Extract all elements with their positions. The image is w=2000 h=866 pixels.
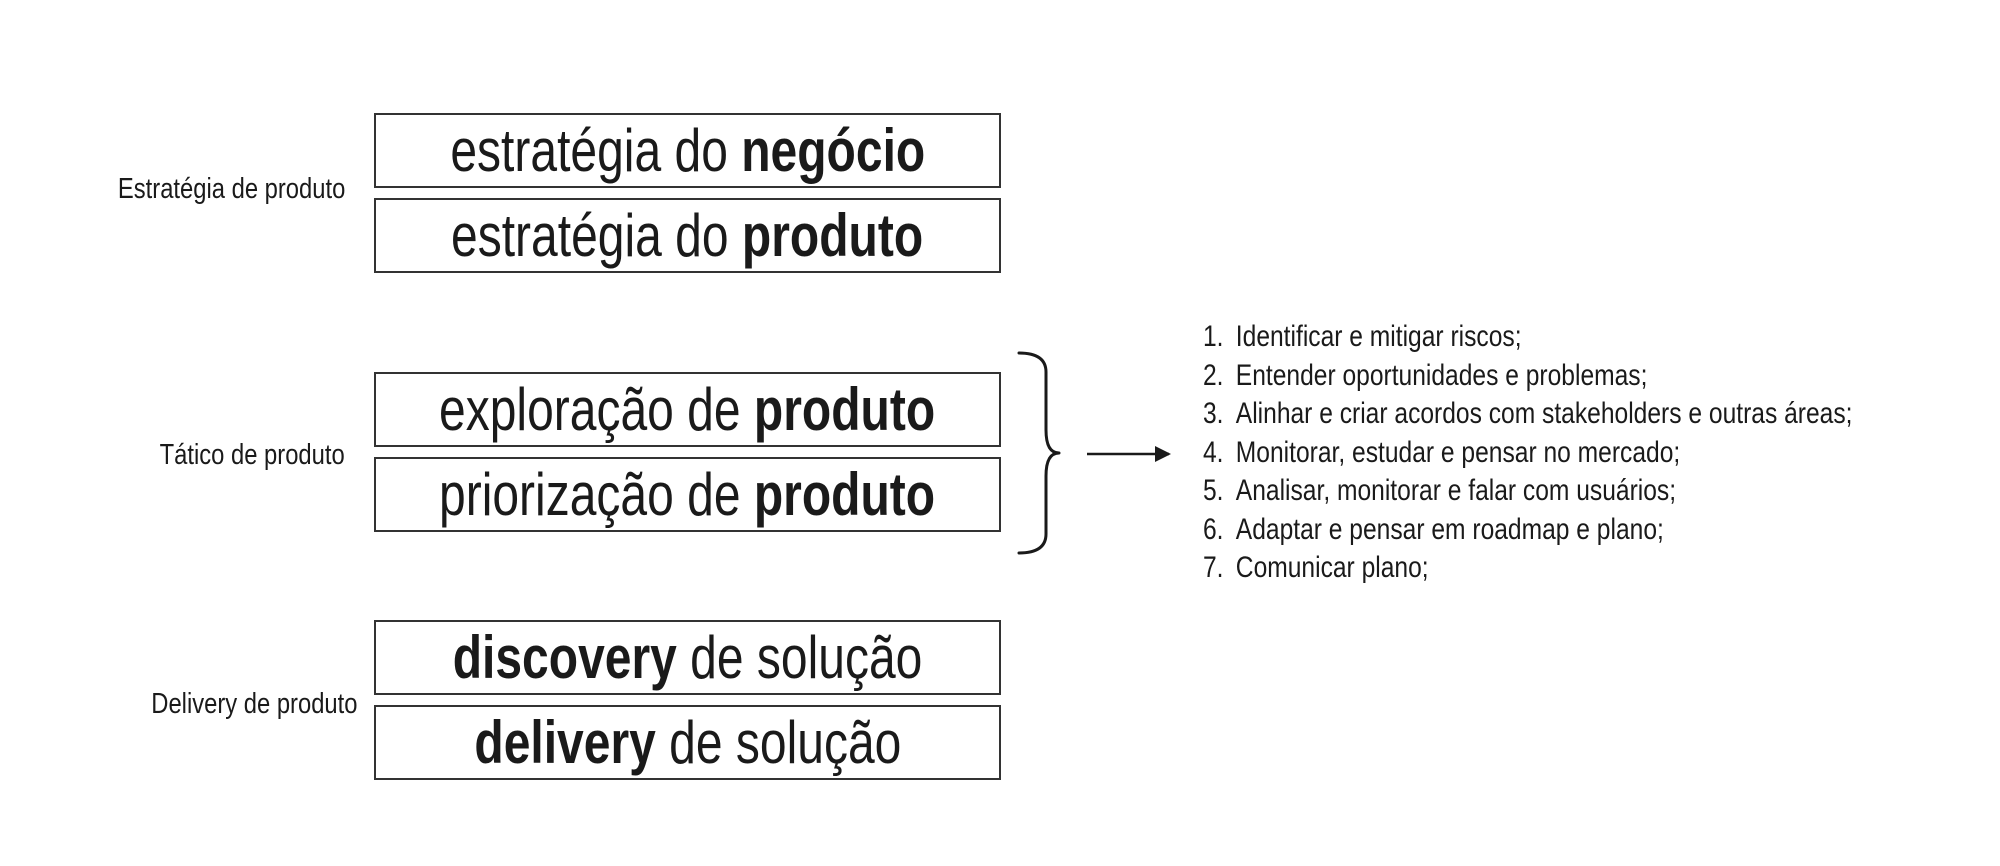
- list-item: 5. Analisar, monitorar e falar com usuári…: [1203, 474, 1852, 513]
- list-item: 7. Comunicar plano;: [1203, 551, 1852, 590]
- step-text: Entender oportunidades e problemas;: [1235, 358, 1648, 392]
- step-number: 7.: [1203, 551, 1224, 584]
- step-number: 6.: [1203, 512, 1224, 546]
- list-item: 2. Entender oportunidades e problemas;: [1203, 359, 1852, 398]
- group-label-estrategia: Estratégia de produto: [117, 173, 345, 205]
- box-delivery-solucao: delivery de solução: [374, 705, 1001, 780]
- box-priorizacao-produto: priorização de produto: [374, 457, 1001, 532]
- box-exploracao-produto: exploração de produto: [374, 372, 1001, 447]
- step-number: 1.: [1203, 320, 1224, 353]
- step-number: 3.: [1203, 397, 1224, 430]
- box-text: delivery de solução: [474, 708, 901, 776]
- list-item: 1. Identificar e mitigar riscos;: [1203, 320, 1852, 359]
- steps-list: 1. Identificar e mitigar riscos; 2. Entend…: [1203, 320, 1995, 590]
- group-label-tatico: Tático de produto: [159, 439, 345, 471]
- step-number: 5.: [1203, 474, 1224, 507]
- list-item: 6. Adaptar e pensar em roadmap e plano;: [1203, 513, 1852, 552]
- step-text: Adaptar e pensar em roadmap e plano;: [1235, 512, 1664, 546]
- right-curly-brace-icon: [1017, 351, 1061, 555]
- step-number: 4.: [1203, 435, 1224, 469]
- group-label-delivery: Delivery de produto: [150, 688, 357, 720]
- step-text: Identificar e mitigar riscos;: [1235, 320, 1522, 353]
- list-item: 4. Monitorar, estudar e pensar no mercado…: [1203, 436, 1852, 475]
- box-estrategia-negocio: estratégia do negócio: [374, 113, 1001, 188]
- box-discovery-solucao: discovery de solução: [374, 620, 1001, 695]
- box-text: exploração de produto: [439, 375, 936, 443]
- box-text: estratégia do produto: [451, 201, 924, 269]
- step-text: Analisar, monitorar e falar com usuários…: [1235, 474, 1677, 507]
- step-text: Alinhar e criar acordos com stakeholders…: [1235, 397, 1853, 430]
- step-text: Monitorar, estudar e pensar no mercado;: [1235, 435, 1681, 469]
- right-arrow-icon: [1087, 446, 1171, 462]
- box-estrategia-produto: estratégia do produto: [374, 198, 1001, 273]
- step-number: 2.: [1203, 358, 1224, 392]
- box-text: estratégia do negócio: [450, 116, 925, 184]
- box-text: discovery de solução: [452, 623, 923, 691]
- list-item: 3. Alinhar e criar acordos com stakeholde…: [1203, 397, 1852, 436]
- step-text: Comunicar plano;: [1235, 551, 1429, 584]
- box-text: priorização de produto: [439, 460, 936, 528]
